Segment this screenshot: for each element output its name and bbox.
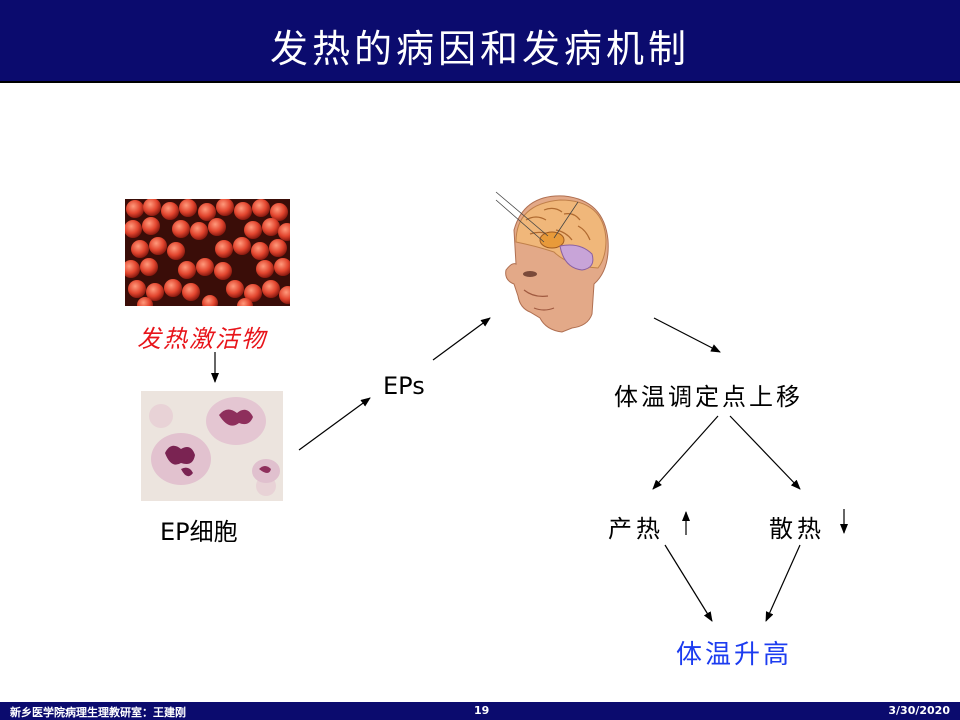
arrow-setpoint-to-loss: [729, 415, 801, 490]
heat-loss-label: 散热: [769, 509, 825, 544]
arrow-brain-to-setpoint: [653, 317, 721, 353]
ep-cell-label: EP细胞: [160, 518, 238, 546]
result-label: 体温升高: [676, 640, 793, 670]
eps-label: EPs: [383, 372, 425, 400]
footer-page-number: 19: [474, 704, 490, 717]
arrow-setpoint-to-production: [652, 415, 719, 490]
ep-cell-image: [141, 391, 283, 501]
heat-loss-text: 散热: [769, 515, 825, 543]
arrow-cell-to-eps: [298, 397, 371, 451]
heat-production-text: 产热: [608, 515, 664, 543]
set-point-label: 体温调定点上移: [614, 383, 803, 411]
title-bar: 发热的病因和发病机制: [0, 0, 960, 83]
heat-production-label: 产热: [608, 509, 664, 544]
bacteria-image: [122, 198, 297, 314]
arrow-eps-to-brain: [432, 317, 491, 361]
arrow-production-to-result: [664, 544, 713, 622]
footer-department: 新乡医学院病理生理教研室：王建刚: [10, 706, 186, 719]
activator-label: 发热激活物: [137, 325, 267, 353]
arrow-loss-to-result: [765, 544, 801, 622]
footer-bar: 新乡医学院病理生理教研室：王建刚 19 3/30/2020: [0, 702, 960, 720]
slide-title: 发热的病因和发病机制: [269, 27, 690, 71]
brain-head-image: [494, 190, 614, 333]
footer-date: 3/30/2020: [888, 704, 950, 717]
